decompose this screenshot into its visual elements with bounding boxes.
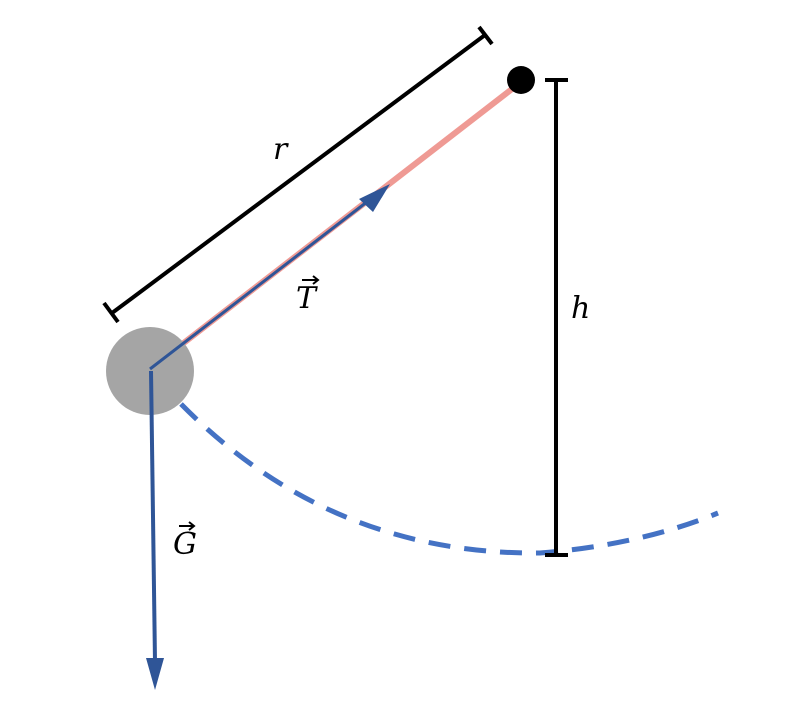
vector-arrow-icon <box>179 521 196 531</box>
label-h: h <box>571 291 590 326</box>
label-r: r <box>273 132 289 167</box>
label-tension: T <box>296 275 320 316</box>
label-G: G <box>173 527 197 562</box>
pendulum-bob <box>106 327 194 415</box>
vector-arrow-icon <box>302 275 320 285</box>
length-dimension-r <box>102 25 494 324</box>
label-T: T <box>296 281 318 316</box>
gravity-vector-shaft <box>149 370 157 663</box>
tension-vector-arrowhead <box>359 184 390 212</box>
dashed-swing-arc <box>179 402 719 556</box>
tension-vector-shaft <box>149 196 373 371</box>
pivot-point <box>507 66 535 94</box>
gravity-vector-arrowhead <box>146 658 164 690</box>
label-gravity: G <box>173 521 197 562</box>
height-dimension-h <box>545 78 568 557</box>
